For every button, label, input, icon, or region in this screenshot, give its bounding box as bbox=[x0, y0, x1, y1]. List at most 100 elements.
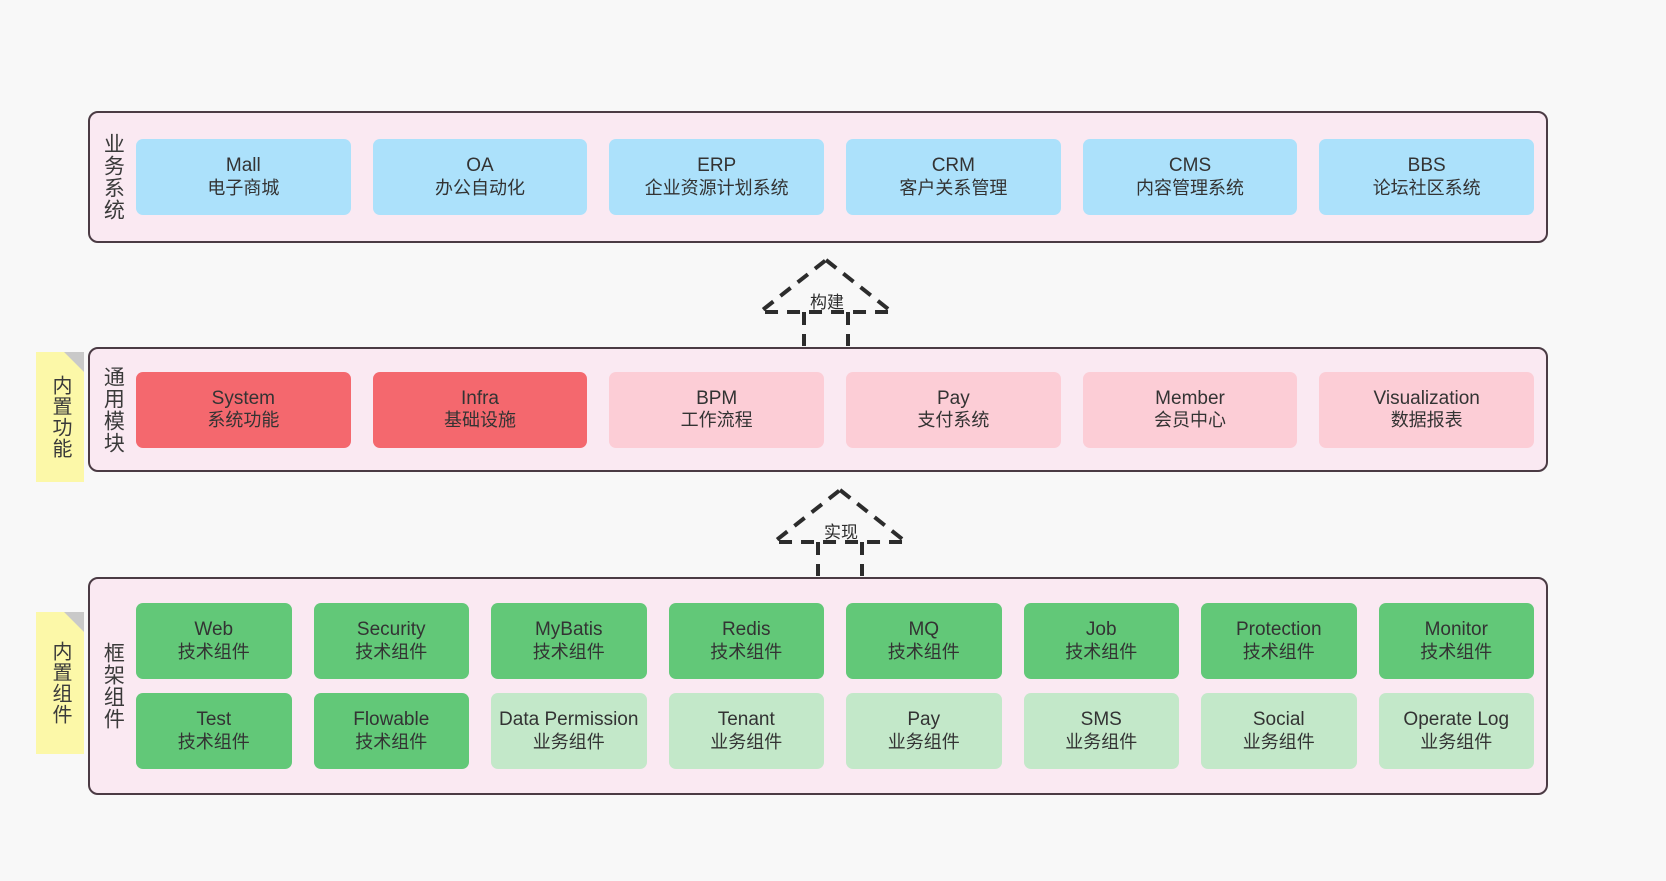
box-title: Tenant bbox=[717, 709, 775, 731]
box-title: Flowable bbox=[353, 709, 430, 731]
box-subtitle: 论坛社区系统 bbox=[1372, 177, 1481, 198]
box-title: Pay bbox=[907, 709, 941, 731]
box-subtitle: 电子商城 bbox=[207, 177, 280, 198]
box-subtitle: 业务组件 bbox=[887, 731, 960, 752]
box-title: Pay bbox=[936, 387, 970, 409]
box-title: ERP bbox=[697, 155, 737, 177]
connector-implement-stem bbox=[816, 542, 864, 576]
layer-common-modules-label: 通用模块 bbox=[101, 365, 125, 454]
box-subtitle: 系统功能 bbox=[207, 410, 280, 431]
box-subtitle: 客户关系管理 bbox=[899, 177, 1008, 198]
box-subtitle: 技术组件 bbox=[887, 641, 960, 662]
box-subtitle: 业务组件 bbox=[1242, 731, 1315, 752]
box-subtitle: 技术组件 bbox=[1065, 641, 1138, 662]
note-builtin-components-text: 内置组件 bbox=[49, 641, 71, 725]
box-title: Data Permission bbox=[499, 709, 639, 731]
layer-framework-components-label: 框架组件 bbox=[101, 642, 125, 730]
note-builtin-components: 内置组件 bbox=[36, 612, 84, 754]
connector-implement-label: 实现 bbox=[824, 523, 858, 542]
box-title: Redis bbox=[721, 619, 771, 641]
connector-build-stem bbox=[802, 312, 850, 346]
box-subtitle: 技术组件 bbox=[1242, 641, 1315, 662]
box-subtitle: 企业资源计划系统 bbox=[644, 177, 789, 198]
box-title: Monitor bbox=[1424, 619, 1488, 641]
box-title: CMS bbox=[1168, 155, 1212, 177]
box-subtitle: 技术组件 bbox=[532, 641, 605, 662]
box-title: BPM bbox=[696, 387, 738, 409]
box-title: Operate Log bbox=[1403, 709, 1510, 731]
box-subtitle: 业务组件 bbox=[710, 731, 783, 752]
box-title: Test bbox=[196, 709, 232, 731]
box-subtitle: 业务组件 bbox=[1065, 731, 1138, 752]
box-subtitle: 支付系统 bbox=[917, 410, 990, 431]
box-title: Social bbox=[1252, 709, 1305, 731]
box-subtitle: 业务组件 bbox=[532, 731, 605, 752]
box-title: Web bbox=[194, 619, 234, 641]
box-subtitle: 技术组件 bbox=[355, 641, 428, 662]
box-title: Protection bbox=[1235, 619, 1322, 641]
box-title: Visualization bbox=[1373, 387, 1480, 409]
box-subtitle: 技术组件 bbox=[1420, 641, 1493, 662]
box-subtitle: 技术组件 bbox=[177, 731, 250, 752]
box-subtitle: 办公自动化 bbox=[435, 177, 525, 198]
box-title: Member bbox=[1155, 387, 1225, 409]
note-fold-icon bbox=[64, 352, 84, 372]
connector-implement: 实现 bbox=[768, 487, 912, 576]
box-subtitle: 技术组件 bbox=[177, 641, 250, 662]
box-subtitle: 基础设施 bbox=[444, 410, 516, 431]
connector-build-label: 构建 bbox=[810, 293, 844, 312]
box-title: Mall bbox=[225, 155, 261, 177]
box-title: Infra bbox=[460, 387, 500, 409]
box-title: SMS bbox=[1080, 709, 1122, 731]
box-subtitle: 工作流程 bbox=[680, 410, 753, 431]
box-subtitle: 内容管理系统 bbox=[1136, 177, 1245, 198]
note-builtin-features: 内置功能 bbox=[36, 352, 84, 482]
layer-business-systems-label: 业务系统 bbox=[101, 133, 125, 221]
box-subtitle: 技术组件 bbox=[710, 641, 783, 662]
note-builtin-features-text: 内置功能 bbox=[49, 375, 71, 459]
box-title: Job bbox=[1085, 619, 1117, 641]
note-fold-icon bbox=[64, 612, 84, 632]
box-title: BBS bbox=[1407, 155, 1446, 177]
box-title: System bbox=[211, 387, 276, 409]
box-title: MQ bbox=[908, 619, 940, 641]
box-title: CRM bbox=[931, 155, 975, 177]
